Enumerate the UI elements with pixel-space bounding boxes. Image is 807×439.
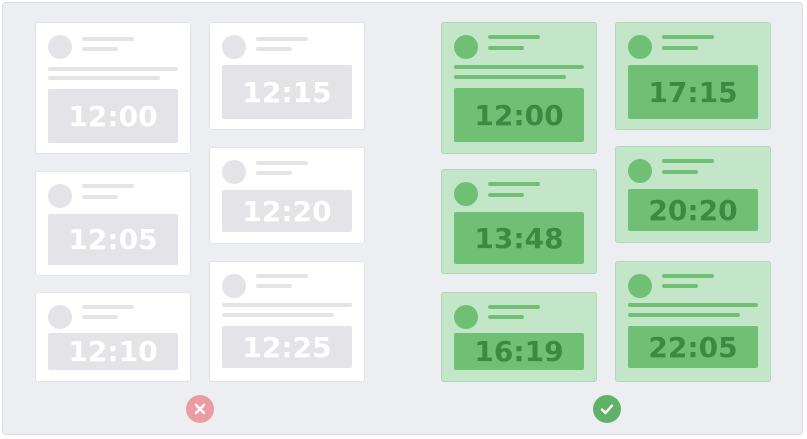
feed-card: 12:05 xyxy=(35,171,191,276)
avatar xyxy=(454,305,478,329)
time-label: 22:05 xyxy=(628,326,758,368)
feed-card: 12:15 xyxy=(209,22,365,130)
feed-card: 12:00 xyxy=(441,22,597,154)
time-label: 12:25 xyxy=(222,326,352,368)
text-line xyxy=(82,195,118,199)
avatar xyxy=(628,274,652,298)
text-line xyxy=(48,76,160,80)
time-label: 12:20 xyxy=(222,190,352,232)
text-line xyxy=(256,47,292,51)
text-line xyxy=(488,182,540,186)
text-line xyxy=(82,37,134,41)
time-label: 12:05 xyxy=(48,214,178,265)
avatar xyxy=(454,182,478,206)
feed-card: 12:00 xyxy=(35,22,191,154)
text-line xyxy=(256,171,292,175)
text-line xyxy=(488,46,524,50)
avatar xyxy=(628,159,652,183)
feed-card: 12:25 xyxy=(209,261,365,382)
text-line xyxy=(628,313,740,317)
text-line xyxy=(454,75,566,79)
text-line xyxy=(48,67,178,71)
text-line xyxy=(628,303,758,307)
text-line xyxy=(488,305,540,309)
text-line xyxy=(662,35,714,39)
feed-card: 22:05 xyxy=(615,261,771,382)
text-line xyxy=(82,47,118,51)
text-line xyxy=(256,274,308,278)
feed-card: 16:19 xyxy=(441,292,597,382)
avatar xyxy=(454,35,478,59)
avatar xyxy=(222,35,246,59)
text-line xyxy=(662,159,714,163)
avatar xyxy=(48,35,72,59)
text-line xyxy=(488,35,540,39)
avatar xyxy=(222,160,246,184)
text-line xyxy=(662,284,698,288)
time-label: 17:15 xyxy=(628,65,758,119)
feed-card: 20:20 xyxy=(615,146,771,243)
feed-card: 12:20 xyxy=(209,147,365,244)
text-line xyxy=(256,37,308,41)
feed-card: 12:10 xyxy=(35,292,191,382)
avatar xyxy=(48,184,72,208)
feed-card: 17:15 xyxy=(615,22,771,130)
text-line xyxy=(82,305,134,309)
avatar xyxy=(222,274,246,298)
text-line xyxy=(222,303,352,307)
text-line xyxy=(488,193,524,197)
time-label: 12:00 xyxy=(48,89,178,143)
time-label: 20:20 xyxy=(628,189,758,231)
text-line xyxy=(222,313,334,317)
time-label: 16:19 xyxy=(454,333,584,370)
check-icon xyxy=(593,395,621,423)
avatar xyxy=(48,305,72,329)
time-label: 12:00 xyxy=(454,88,584,142)
time-label: 13:48 xyxy=(454,212,584,264)
text-line xyxy=(256,161,308,165)
text-line xyxy=(662,46,698,50)
time-label: 12:10 xyxy=(48,333,178,370)
avatar xyxy=(628,35,652,59)
text-line xyxy=(82,315,118,319)
time-label: 12:15 xyxy=(222,65,352,119)
text-line xyxy=(488,315,524,319)
text-line xyxy=(82,184,134,188)
feed-card: 13:48 xyxy=(441,169,597,274)
text-line xyxy=(454,65,584,69)
text-line xyxy=(662,274,714,278)
text-line xyxy=(256,284,292,288)
text-line xyxy=(662,170,698,174)
close-icon xyxy=(186,395,214,423)
